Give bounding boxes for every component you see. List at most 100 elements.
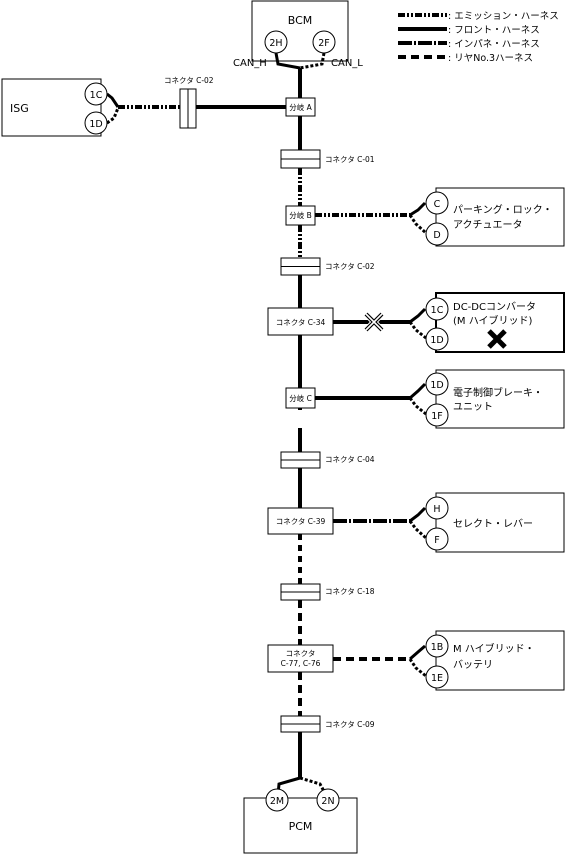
legend-rear-label: : リヤNo.3ハーネス xyxy=(448,53,533,64)
bcm-pin-2f-label: 2F xyxy=(318,38,330,49)
isg-pin-1d xyxy=(84,111,108,135)
isg-can-l-wire xyxy=(106,107,120,125)
isg-module: ISG コネクタ C-02 1C 1D xyxy=(1,76,290,137)
branch-a xyxy=(285,97,316,117)
pcm-pin-2n xyxy=(316,788,340,812)
select-pin-f xyxy=(425,527,449,551)
battery-group: コネクタ C-77, C-76 M ハイブリッド・ バッテリ 1B 1E xyxy=(267,630,565,691)
connector-c01: コネクタ C-01 xyxy=(280,149,375,169)
dcdc-can-l-wire xyxy=(408,321,427,340)
connector-c02-label: コネクタ C-02 xyxy=(325,262,375,271)
select-can-l-wire xyxy=(408,520,428,540)
ebrake-pin-1f xyxy=(425,403,449,427)
connector-c77-label-line2: C-77, C-76 xyxy=(281,659,321,668)
dcdc-label-line2: (M ハイブリッド) xyxy=(453,314,533,327)
bcm-label: BCM xyxy=(288,14,313,27)
connector-c09: コネクタ C-09 xyxy=(280,715,375,733)
ebrake-label-line2: ユニット xyxy=(453,402,493,413)
open-circuit-icon xyxy=(363,311,385,333)
pcm-box xyxy=(243,797,358,854)
dcdc-can-h-wire xyxy=(409,307,427,324)
connector-c09-label: コネクタ C-09 xyxy=(325,720,375,729)
connector-c01-label: コネクタ C-01 xyxy=(325,155,375,164)
dcdc-pin-1d-label: 1D xyxy=(430,335,443,346)
battery-pin-1e-label: 1E xyxy=(431,673,443,684)
ebrake-group: 分岐 C 電子制御ブレーキ・ ユニット 1D 1F xyxy=(285,369,565,429)
parking-pin-d-label: D xyxy=(433,230,440,241)
pcm-pin-2m xyxy=(265,788,289,812)
ebrake-pin-1d-label: 1D xyxy=(430,380,443,391)
dcdc-pin-1d xyxy=(425,327,449,351)
ebrake-pin-1d xyxy=(425,372,449,396)
dcdc-fault-icon xyxy=(487,329,507,349)
dcdc-label-line1: DC-DCコンバータ xyxy=(453,301,536,313)
connector-c34-label: コネクタ C-34 xyxy=(276,318,326,327)
select-pin-f-label: F xyxy=(434,535,439,546)
select-can-h-wire xyxy=(409,506,427,523)
isg-connector-label: コネクタ C-02 xyxy=(164,76,214,85)
ebrake-box xyxy=(435,369,565,429)
battery-pin-1b-label: 1B xyxy=(431,642,444,653)
connector-c02: コネクタ C-02 xyxy=(280,257,375,276)
battery-pin-1b xyxy=(425,634,449,658)
parking-pin-c-label: C xyxy=(434,199,441,210)
select-pin-h xyxy=(425,496,449,520)
battery-box xyxy=(435,630,565,691)
parking-lock-group: 分岐 B パーキング・ロック・ アクチュエータ C D xyxy=(285,187,565,247)
pcm-module: PCM 2M 2N xyxy=(243,776,358,854)
legend-front-label: : フロント・ハーネス xyxy=(448,25,540,36)
bcm-can-l-wire xyxy=(299,52,326,70)
bcm-box xyxy=(251,0,349,62)
bcm-module: BCM 2H 2F CAN_H CAN_L xyxy=(233,0,363,70)
pcm-label: PCM xyxy=(289,820,313,833)
bcm-pin-2f xyxy=(312,30,336,54)
connector-c77-label-line1: コネクタ xyxy=(286,649,316,658)
branch-c-label: 分岐 C xyxy=(289,393,312,403)
connector-c18: コネクタ C-18 xyxy=(280,583,375,601)
parking-can-l-wire xyxy=(408,214,428,235)
legend-inpane-label: : インパネ・ハーネス xyxy=(448,39,540,50)
select-lever-group: コネクタ C-39 セレクト・レバー H F xyxy=(267,492,565,553)
isg-pin-1d-label: 1D xyxy=(89,119,102,130)
can-h-label: CAN_H xyxy=(233,58,267,69)
connector-c04: コネクタ C-04 xyxy=(280,451,375,469)
parking-pin-d xyxy=(425,222,449,246)
select-box xyxy=(435,492,565,553)
battery-can-l-wire xyxy=(408,658,427,678)
isg-box xyxy=(1,78,102,137)
parking-label-line2: アクチュエータ xyxy=(453,219,523,231)
battery-can-h-wire xyxy=(409,644,426,661)
battery-label-line2: バッテリ xyxy=(453,659,493,671)
dcdc-pin-1c-label: 1C xyxy=(431,305,444,316)
connector-c39-label: コネクタ C-39 xyxy=(276,517,326,526)
select-pin-h-label: H xyxy=(433,504,440,515)
isg-pin-1c-label: 1C xyxy=(90,90,103,101)
connector-c77-c76 xyxy=(267,644,334,673)
parking-can-h-wire xyxy=(409,201,427,217)
battery-pin-1e xyxy=(425,665,449,689)
dcdc-group: コネクタ C-34 DC-DCコンバータ (M ハイブリッド) 1C 1D xyxy=(267,292,565,353)
ebrake-pin-1f-label: 1F xyxy=(431,411,443,422)
isg-pin-1c xyxy=(84,82,108,106)
legend-emission-label: : エミッション・ハーネス xyxy=(448,11,559,22)
legend: : エミッション・ハーネス : フロント・ハーネス : インパネ・ハーネス : … xyxy=(398,11,559,64)
bcm-pin-2h xyxy=(264,30,288,54)
pcm-can-l-wire xyxy=(299,776,328,796)
bcm-can-h-wire xyxy=(274,52,301,70)
connector-c39 xyxy=(267,507,334,535)
bcm-pin-2h-label: 2H xyxy=(269,38,282,49)
dcdc-pin-1c xyxy=(425,297,449,321)
ebrake-label-line1: 電子制御ブレーキ・ xyxy=(453,386,543,399)
branch-c xyxy=(285,387,316,409)
connector-c18-label: コネクタ C-18 xyxy=(325,587,375,596)
pcm-pin-2n-label: 2N xyxy=(321,796,334,807)
select-label: セレクト・レバー xyxy=(453,518,533,530)
connector-c34 xyxy=(267,307,334,336)
parking-pin-c xyxy=(425,191,449,215)
isg-label: ISG xyxy=(10,102,29,115)
can-l-label: CAN_L xyxy=(331,58,363,69)
connector-c04-label: コネクタ C-04 xyxy=(325,455,375,464)
branch-b xyxy=(285,205,316,226)
parking-box xyxy=(435,187,565,247)
pcm-pin-2m-label: 2M xyxy=(270,796,284,807)
